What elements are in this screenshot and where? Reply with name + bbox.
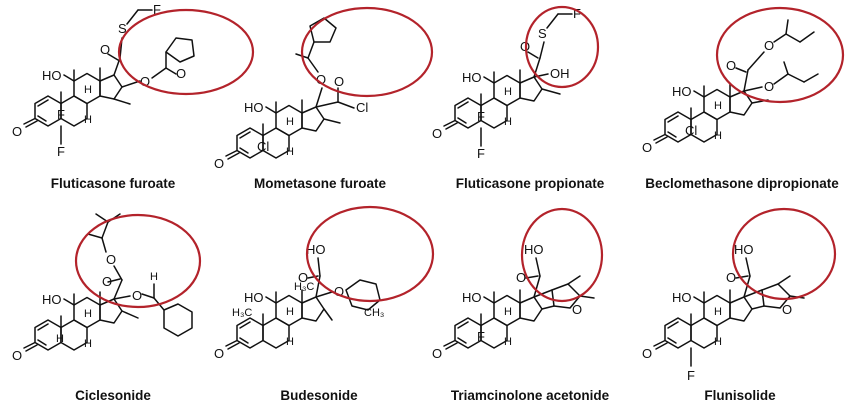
fluorine-6-label: F	[477, 146, 485, 161]
acetal-oxygen-label: O	[782, 302, 792, 317]
compound-triamcinolone-acetonide: HO O F H H O HO O	[432, 242, 595, 361]
hydrogen-label: H	[504, 86, 512, 98]
ketone-oxygen-label: O	[432, 346, 442, 361]
hydroxyl-17-label: OH	[550, 66, 570, 81]
hydrogen-label: H	[286, 146, 294, 158]
compound-fluticasone-furoate: HO O F F H H O S F O O	[12, 2, 195, 159]
carbonyl-oxygen-label: O	[298, 270, 308, 285]
hydrogen-label: H	[714, 130, 722, 142]
hydrogen-label: H	[84, 84, 92, 96]
fluorine-9-label: F	[477, 109, 485, 124]
compound-ciclesonide: HO O H H H O O O H	[12, 213, 193, 363]
ketone-oxygen-label: O	[642, 140, 652, 155]
hydrogen-label: H	[714, 336, 722, 348]
acetal-oxygen-label: O	[572, 302, 582, 317]
hydroxyl-label: HO	[672, 84, 692, 99]
carbonyl-oxygen-label: O	[726, 58, 736, 73]
ester-oxygen-label: O	[316, 72, 326, 87]
hydrogen-label: H	[286, 306, 294, 318]
hydrogen-label: H	[714, 100, 722, 112]
hydrogen-label: H	[84, 308, 92, 320]
highlight-ellipse	[520, 207, 604, 303]
ketone-oxygen-label: O	[12, 124, 22, 139]
compound-budesonide: HO O H₃C H₃C H H O HO O CH₃	[214, 242, 384, 361]
highlight-ellipse	[305, 205, 435, 303]
highlight-ellipse	[731, 207, 837, 301]
ester-oxygen-label: O	[140, 74, 150, 89]
methyl-label: H₃C	[232, 307, 252, 319]
hydroxyl-label: HO	[244, 290, 264, 305]
sulfur-label: S	[538, 26, 547, 41]
ketone-oxygen-label: O	[12, 348, 22, 363]
compound-name: Flunisolide	[704, 388, 776, 403]
ester-oxygen-label: O	[106, 252, 116, 267]
highlight-ellipse	[117, 8, 255, 96]
carbonyl-oxygen-label: O	[516, 270, 526, 285]
fluorine-label: F	[573, 6, 581, 21]
hydrogen-label: H	[714, 306, 722, 318]
chlorine-label: Cl	[685, 123, 697, 138]
compound-name: Budesonide	[280, 388, 358, 403]
compound-beclomethasone-dipropionate: HO O Cl H H O O O	[642, 19, 819, 155]
highlight-ellipse	[74, 213, 202, 309]
highlight-ellipse	[715, 6, 845, 104]
sulfur-label: S	[118, 21, 127, 36]
hydrogen-label: H	[56, 333, 64, 345]
hydrogen-label: H	[84, 338, 92, 350]
fluorine-label: F	[153, 2, 161, 17]
hydroxyl-label: HO	[244, 100, 264, 115]
hydrogen-label: H	[150, 271, 158, 283]
fluorine-6-label: F	[687, 368, 695, 383]
ketone-oxygen-label: O	[642, 346, 652, 361]
chlorine-label: Cl	[356, 100, 368, 115]
ester-oxygen-2-label: O	[764, 79, 774, 94]
compound-fluticasone-propionate: HO O F F H H OH S F O	[432, 6, 581, 161]
fluorine-label: F	[477, 329, 485, 344]
compound-mometasone-furoate: HO O Cl H H O Cl O	[214, 17, 368, 171]
ketone-oxygen-label: O	[214, 346, 224, 361]
hydrogen-label: H	[84, 114, 92, 126]
compound-name: Triamcinolone acetonide	[451, 388, 610, 403]
compound-name: Ciclesonide	[75, 388, 151, 403]
highlight-ellipse	[524, 5, 600, 89]
fluorine-6-label: F	[57, 144, 65, 159]
methyl-label: CH₃	[364, 307, 384, 319]
terminal-hydroxyl-label: HO	[306, 242, 326, 257]
carbonyl-oxygen-label: O	[726, 270, 736, 285]
highlight-ellipse	[300, 6, 434, 98]
ketone-oxygen-label: O	[214, 156, 224, 171]
compound-name: Beclomethasone dipropionate	[645, 176, 839, 191]
carbonyl-oxygen-label: O	[334, 74, 344, 89]
hydrogen-label: H	[504, 116, 512, 128]
hydrogen-label: H	[504, 336, 512, 348]
hydrogen-label: H	[286, 336, 294, 348]
methyl-label: H₃C	[294, 281, 314, 293]
hydrogen-label: H	[504, 306, 512, 318]
compound-flunisolide: HO O F H H O HO O	[642, 242, 805, 383]
hydroxyl-label: HO	[462, 290, 482, 305]
fluorine-9-label: F	[57, 107, 65, 122]
hydroxyl-label: HO	[42, 68, 62, 83]
hydroxyl-label: HO	[672, 290, 692, 305]
hydrogen-label: H	[286, 116, 294, 128]
terminal-hydroxyl-label: HO	[524, 242, 544, 257]
terminal-hydroxyl-label: HO	[734, 242, 754, 257]
acetal-oxygen-label: O	[334, 284, 344, 299]
compound-name: Fluticasone propionate	[456, 176, 605, 191]
carbonyl-oxygen-label: O	[100, 42, 110, 57]
hydroxyl-label: HO	[462, 70, 482, 85]
carbonyl-oxygen-label: O	[176, 66, 186, 81]
ester-oxygen-label: O	[764, 38, 774, 53]
carbonyl-oxygen-label: O	[102, 274, 112, 289]
compound-name: Mometasone furoate	[254, 176, 387, 191]
acetal-oxygen-label: O	[132, 288, 142, 303]
compound-name: Fluticasone furoate	[51, 176, 176, 191]
chlorine-label: Cl	[257, 139, 269, 154]
ketone-oxygen-label: O	[432, 126, 442, 141]
hydroxyl-label: HO	[42, 292, 62, 307]
